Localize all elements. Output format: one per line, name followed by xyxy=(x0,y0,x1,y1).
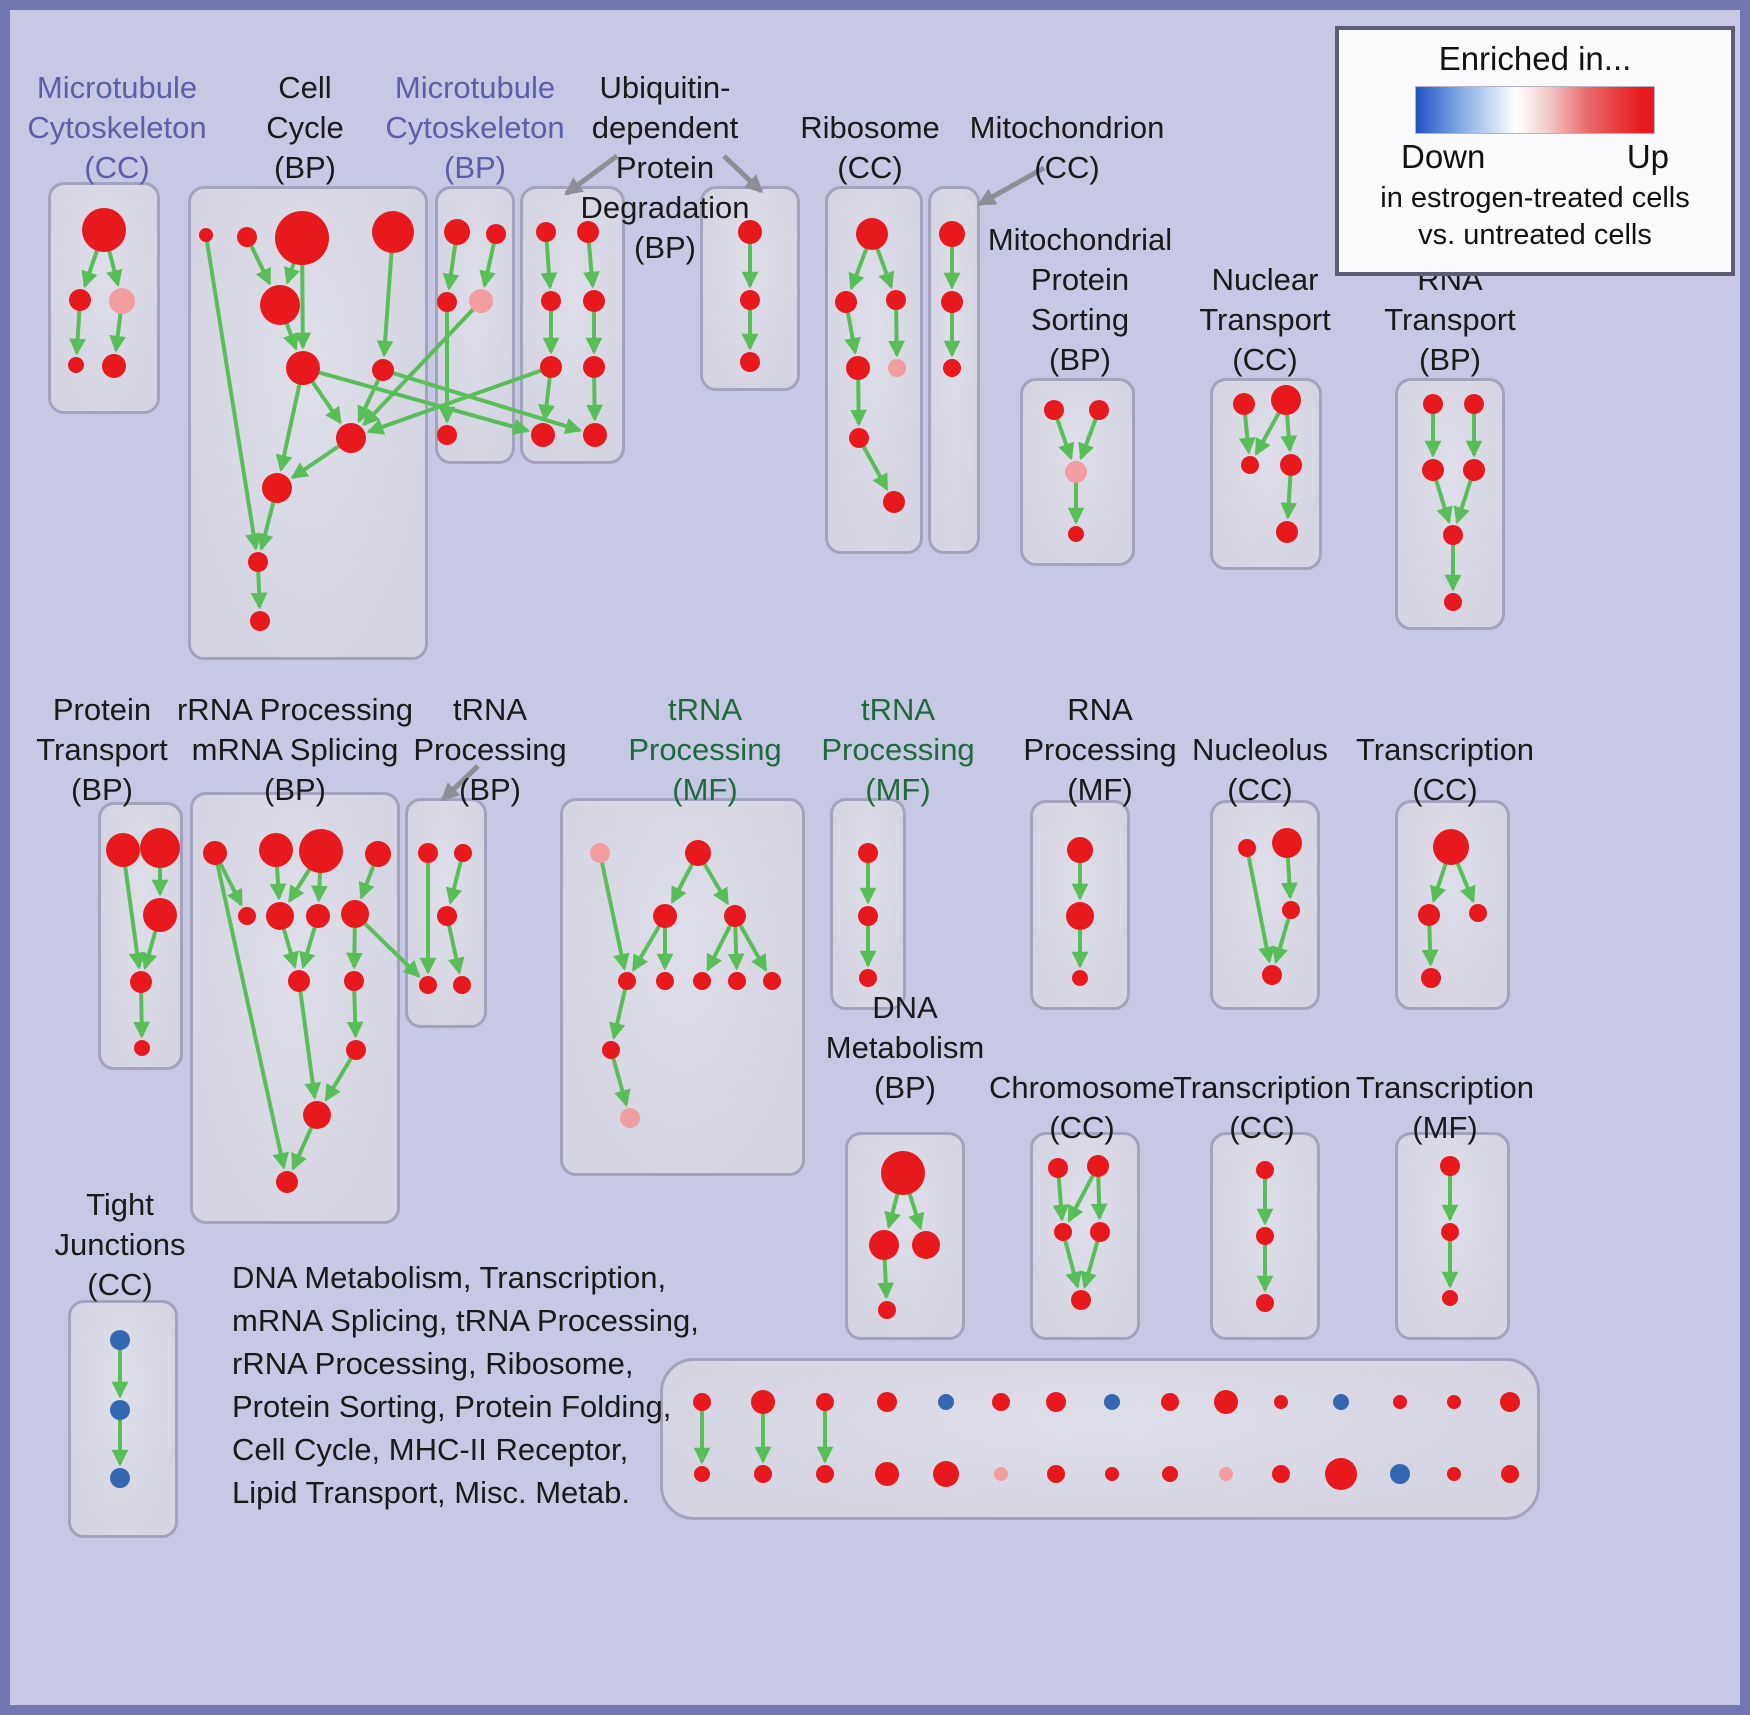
cluster-box-tight-junctions-cc xyxy=(68,1300,178,1538)
cluster-box-ribosome-cc xyxy=(825,186,923,554)
cluster-box-mitochondrion-cc xyxy=(928,186,980,554)
cluster-box-rna-transport-bp xyxy=(1395,378,1505,630)
cluster-box-trna-processing-mf-1 xyxy=(560,798,805,1176)
cluster-box-rna-processing-mf xyxy=(1030,800,1130,1010)
cluster-box-nuclear-transport-cc xyxy=(1210,378,1322,570)
legend-gradient-bar xyxy=(1415,86,1655,134)
cluster-label-nucleolus-cc: Nucleolus(CC) xyxy=(1191,732,1329,807)
cluster-label-ribosome-cc: Ribosome(CC) xyxy=(800,110,940,185)
cluster-box-nucleolus-cc xyxy=(1210,800,1320,1010)
legend-subtitle-line2: vs. untreated cells xyxy=(1418,219,1652,251)
cluster-box-rrna-processing-mrna-splicing-bp xyxy=(190,792,400,1224)
cluster-box-protein-transport-bp xyxy=(98,802,183,1070)
cluster-box-mitochondrial-protein-sorting-bp xyxy=(1020,378,1135,566)
legend: Enriched in... Down Up in estrogen-treat… xyxy=(1335,26,1735,276)
cluster-box-cell-cycle-bp xyxy=(188,186,428,660)
cluster-box-trna-processing-mf-2 xyxy=(830,798,906,1010)
misc-clusters-text: DNA Metabolism, Transcription,mRNA Splic… xyxy=(232,1260,699,1510)
cluster-box-trna-processing-bp xyxy=(405,798,487,1028)
legend-subtitle-line1: in estrogen-treated cells xyxy=(1380,182,1690,214)
cluster-box-microtubule-cytoskeleton-bp xyxy=(435,186,515,464)
legend-title: Enriched in... xyxy=(1438,40,1632,77)
cluster-label-chromosome-cc: Chromosome(CC) xyxy=(988,1070,1176,1145)
cluster-box-transcription-cc-1 xyxy=(1395,800,1510,1010)
cluster-label-transcription-mf: Transcription(MF) xyxy=(1355,1070,1535,1145)
legend-up-label: Up xyxy=(1626,138,1669,175)
cluster-box-mixed-small-networks xyxy=(660,1358,1540,1520)
legend-down-label: Down xyxy=(1401,138,1486,175)
cluster-label-mitochondrion-cc: Mitochondrion(CC) xyxy=(969,110,1165,185)
cluster-box-transcription-cc-2 xyxy=(1210,1132,1320,1340)
cluster-box-microtubule-cytoskeleton-cc xyxy=(48,182,160,414)
cluster-label-transcription-cc-1: Transcription(CC) xyxy=(1355,732,1535,807)
cluster-box-chromosome-cc xyxy=(1030,1132,1140,1340)
legend-downup-row: Down Up xyxy=(1401,138,1669,176)
cluster-box-transcription-mf xyxy=(1395,1132,1510,1340)
cluster-label-transcription-cc-2: Transcription(CC) xyxy=(1172,1070,1352,1145)
cluster-box-dna-metabolism-bp xyxy=(845,1132,965,1340)
